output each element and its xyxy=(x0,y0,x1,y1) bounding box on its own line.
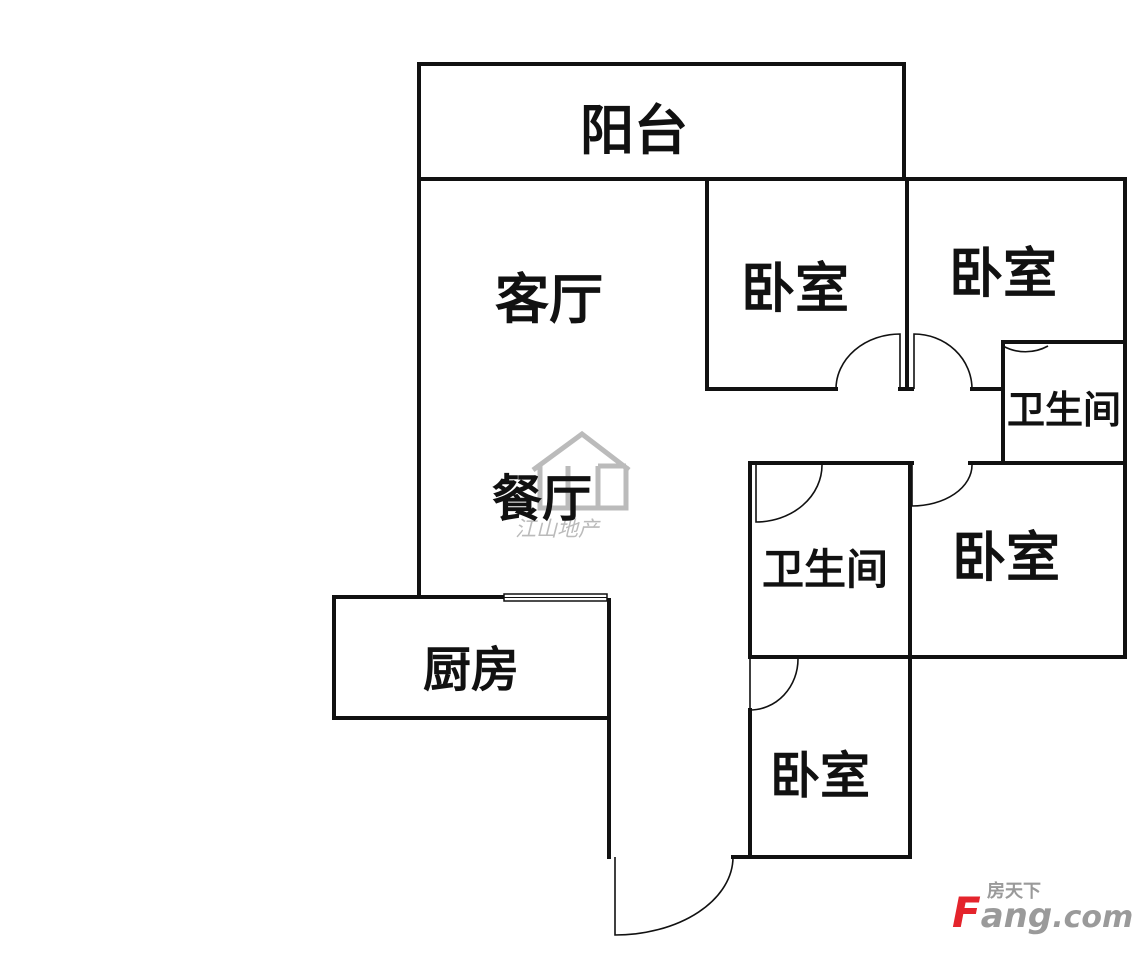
bathroom-1-label: 卫生间 xyxy=(1007,388,1121,432)
watermark-text: 江山地产 xyxy=(515,517,601,541)
room-labels: 阳台 客厅 餐厅 厨房 卧室 卧室 卧室 卧室 卫生间 卫生间 xyxy=(423,99,1121,805)
balcony-label: 阳台 xyxy=(580,99,688,162)
walls xyxy=(332,62,1127,859)
living-room-label: 客厅 xyxy=(495,268,603,331)
fang-logo-text: Fang.com xyxy=(952,888,1133,937)
bedroom-3-label: 卧室 xyxy=(952,526,1060,589)
bedroom-2-door xyxy=(913,333,973,390)
kitchen-window xyxy=(503,593,608,602)
bedroom-3-door xyxy=(911,464,973,507)
entrance-door xyxy=(614,856,734,936)
fang-logo-middle: ang xyxy=(981,896,1053,936)
fang-logo: 房天下 Fang.com xyxy=(952,880,1133,937)
balcony-walls xyxy=(417,62,906,181)
fang-logo-prefix: F xyxy=(952,888,981,937)
bedroom-4-label: 卧室 xyxy=(770,747,870,805)
bathroom-2-door xyxy=(755,464,823,523)
bedroom-4-door xyxy=(749,658,799,711)
doors xyxy=(614,333,1049,936)
bathroom-2-label: 卫生间 xyxy=(762,545,888,594)
house-icon xyxy=(531,430,631,511)
bedroom-1-label: 卧室 xyxy=(741,257,849,320)
fang-logo-suffix: .com xyxy=(1052,900,1133,935)
kitchen-label: 厨房 xyxy=(423,642,519,698)
bedroom-2-label: 卧室 xyxy=(949,242,1057,305)
dining-room-label: 餐厅 xyxy=(492,470,592,528)
watermark-logo: 江山地产 xyxy=(515,430,631,541)
bedroom-1-door xyxy=(835,333,901,390)
fang-logo-cn: 房天下 xyxy=(987,880,1041,902)
bathroom-1-door xyxy=(1002,344,1049,389)
